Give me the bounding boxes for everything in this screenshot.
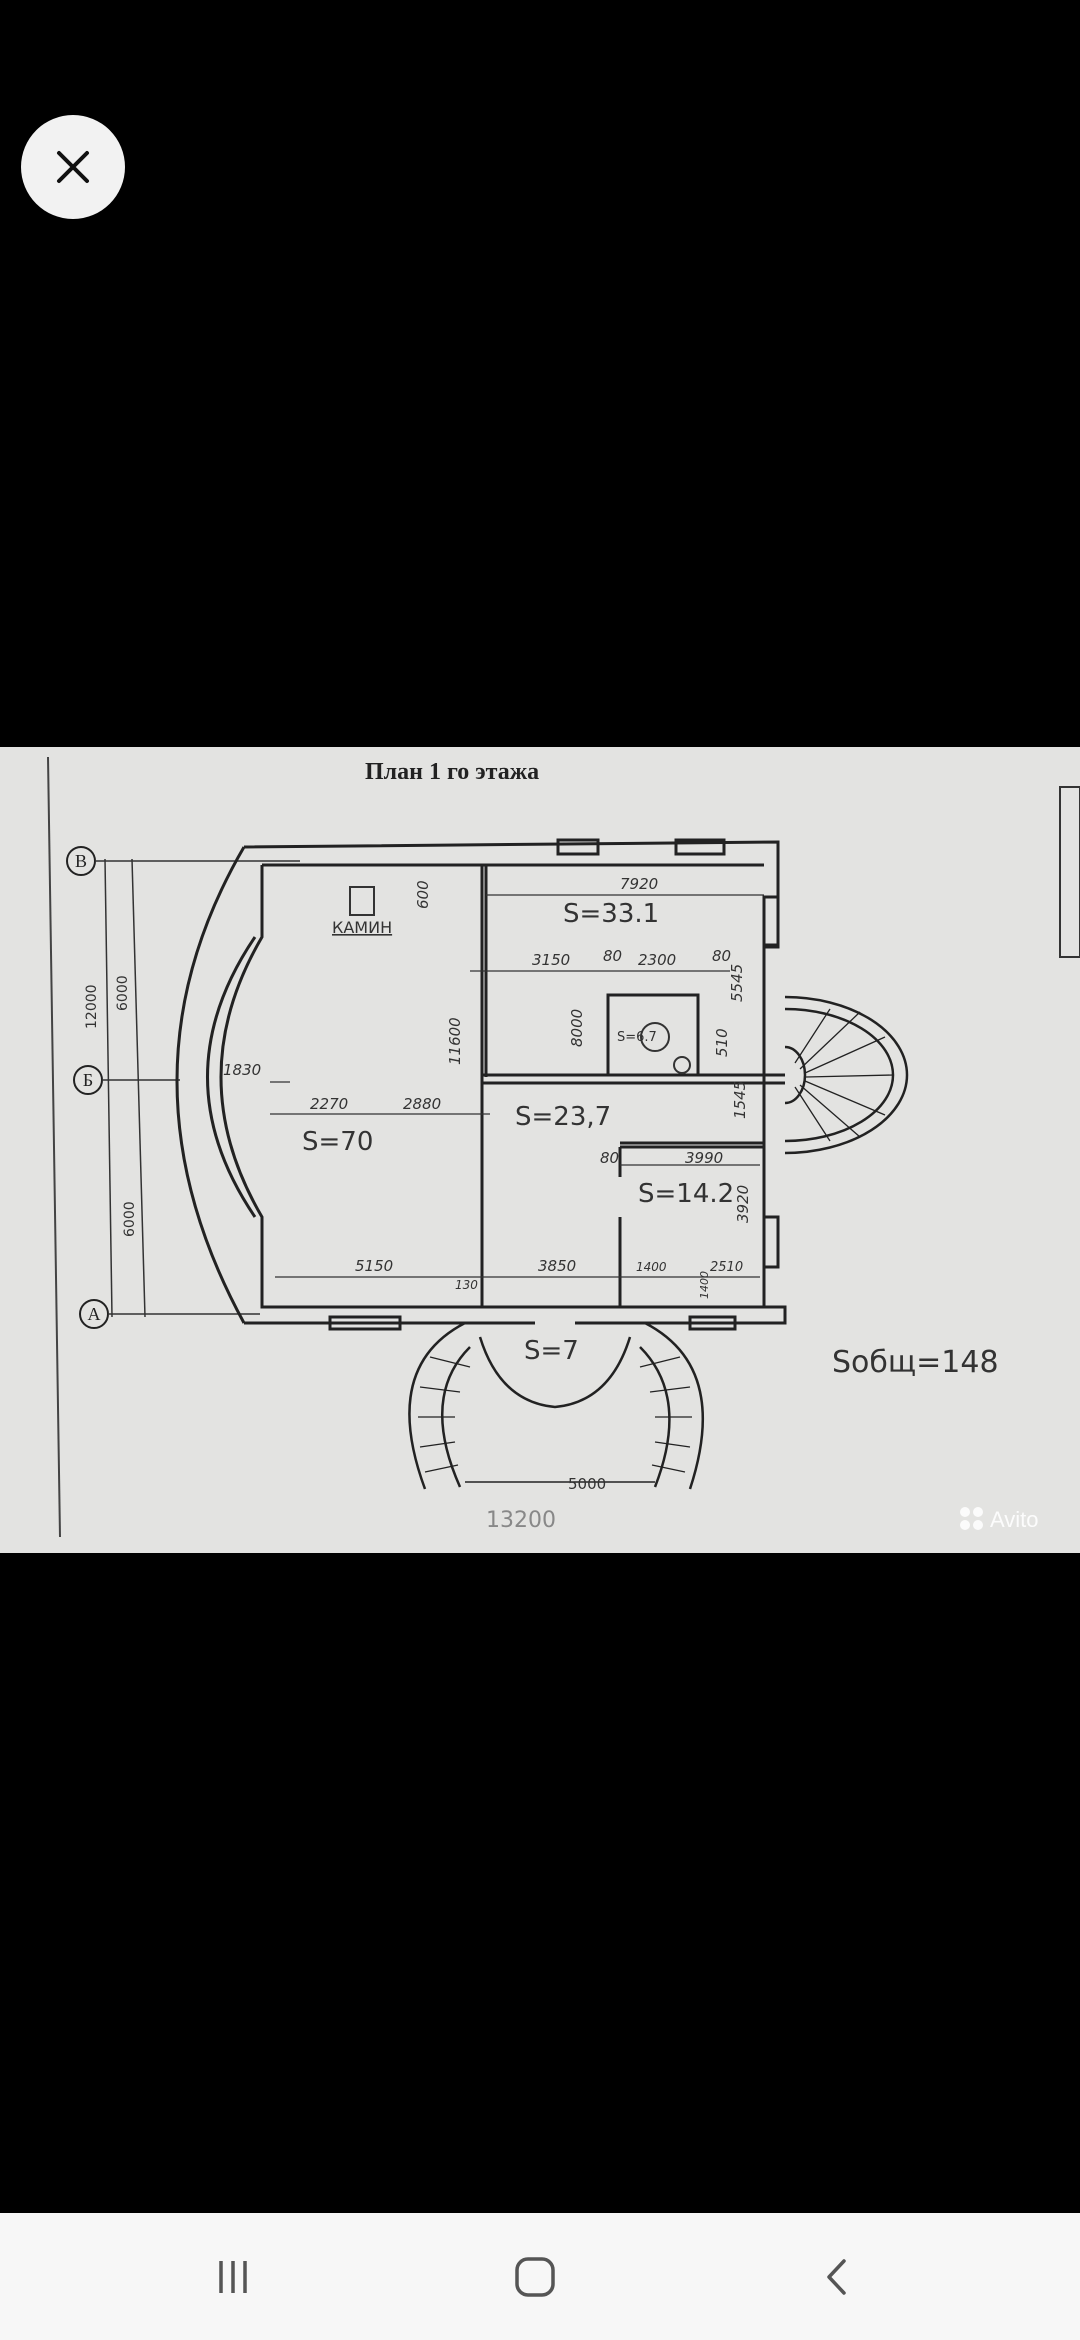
back-icon	[827, 2259, 846, 2295]
total-area: Sобщ=148	[832, 1345, 999, 1380]
dim-label: 5000	[568, 1475, 606, 1493]
room-area: S=7	[524, 1336, 579, 1366]
dim-label: 13200	[486, 1508, 556, 1533]
dim-label: 1400	[636, 1260, 667, 1274]
room-area: S=23,7	[515, 1102, 611, 1132]
navigation-bar	[0, 2213, 1080, 2340]
dim-label: 80	[600, 1149, 619, 1167]
close-icon	[57, 151, 89, 183]
axis-label: Б	[83, 1070, 93, 1090]
dim-label: 1545	[731, 1081, 749, 1119]
dim-label: 80	[603, 947, 622, 965]
recents-icon	[219, 2261, 247, 2293]
room-area: S=6.7	[617, 1030, 657, 1045]
room-area: S=70	[302, 1127, 373, 1157]
floor-plan-image[interactable]: План 1 го этажа В Б А	[0, 747, 1080, 1553]
dim-label: 3850	[538, 1257, 576, 1275]
axis-label: А	[88, 1304, 101, 1324]
room-area: S=14.2	[638, 1179, 734, 1209]
dim-label: 12000	[84, 984, 100, 1029]
dim-label: 5150	[355, 1257, 393, 1275]
walls	[175, 838, 787, 1331]
home-button[interactable]	[495, 2241, 575, 2313]
dim-label: 5545	[728, 964, 746, 1002]
avito-watermark: Avito	[960, 1507, 1039, 1532]
dim-label: 2510	[710, 1260, 743, 1275]
spiral-staircase-right	[784, 995, 909, 1155]
dim-label: 130	[455, 1278, 478, 1292]
recents-button[interactable]	[193, 2241, 273, 2313]
back-button[interactable]	[797, 2241, 877, 2313]
dim-label: 3920	[734, 1185, 752, 1223]
dim-label: 2270	[310, 1095, 348, 1113]
front-staircase	[408, 1321, 705, 1490]
dim-label: 600	[414, 880, 432, 909]
dim-label: 7920	[620, 875, 658, 893]
axis-label: В	[75, 851, 87, 871]
dim-label: 3150	[532, 951, 570, 969]
dim-label: 11600	[446, 1017, 464, 1065]
plan-title: План 1 го этажа	[365, 759, 539, 785]
dim-label: 510	[713, 1028, 731, 1057]
floor-plan-drawing: План 1 го этажа В Б А	[0, 747, 1080, 1553]
dim-label: 6000	[122, 1201, 138, 1237]
room-area: S=33.1	[563, 899, 659, 929]
dim-label: 2880	[403, 1095, 441, 1113]
dim-label: 8000	[568, 1009, 586, 1047]
dim-label: 2300	[638, 951, 676, 969]
svg-text:Avito: Avito	[990, 1507, 1039, 1532]
dim-label: 6000	[115, 975, 131, 1011]
fireplace-label: КАМИН	[332, 918, 392, 937]
dim-label: 80	[712, 947, 731, 965]
dim-label: 3990	[685, 1149, 723, 1167]
home-icon	[515, 2257, 555, 2297]
dim-label: 1400	[698, 1271, 711, 1299]
dim-label: 1830	[223, 1061, 261, 1079]
close-button[interactable]	[21, 115, 125, 219]
